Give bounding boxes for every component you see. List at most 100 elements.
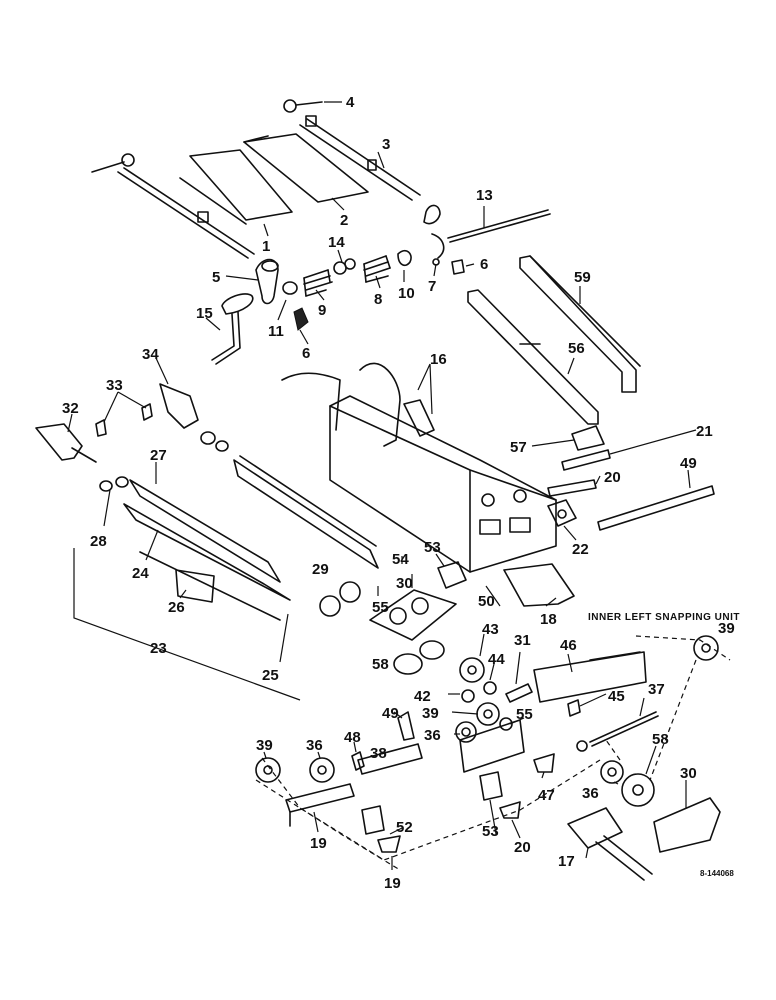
callout-37: 37 (648, 681, 665, 698)
callout-38: 38 (370, 745, 387, 762)
part-sprocket-58 (621, 773, 655, 807)
callout-25: 25 (262, 667, 279, 684)
callout-52: 53 (424, 539, 441, 556)
callout-27: 27 (150, 447, 167, 464)
callout-4: 4 (346, 94, 355, 111)
part-nut-11 (282, 281, 298, 295)
part-shaft-37 (576, 711, 659, 752)
part-lever-14 (211, 293, 254, 365)
part-sprocket-36-right (600, 760, 624, 784)
part-rod-12 (447, 209, 551, 243)
part-guide-38 (357, 743, 423, 775)
part-washer-54 (499, 717, 513, 731)
callout-16: 17 (558, 853, 575, 870)
callout-43: 45 (608, 688, 625, 705)
callout-14: 15 (196, 305, 213, 322)
callout-41: 43 (482, 621, 499, 638)
callout-58: 58 (652, 731, 669, 748)
part-rod-3 (299, 115, 421, 201)
callout-42: 44 (488, 651, 505, 668)
part-bracket-54 (459, 719, 525, 773)
part-strap-21 (561, 449, 611, 471)
reference-number: 8-144068 (700, 869, 734, 878)
part-bolt-4 (283, 99, 323, 113)
part-bracket-5 (255, 258, 279, 305)
callout-31: 30 (680, 765, 697, 782)
callout-1: 1 (262, 238, 270, 255)
part-strap-20 (547, 479, 597, 497)
part-shield-26 (175, 569, 215, 603)
part-bracket-17 (503, 563, 575, 607)
callout-34: 33 (106, 377, 123, 394)
callout-45: 47 (538, 787, 555, 804)
callout-5: 5 (212, 269, 220, 286)
callout-36-right: 36 (582, 785, 599, 802)
part-washer-40 (461, 689, 475, 703)
callout-28: 28 (90, 533, 107, 550)
part-bearing-28 (99, 476, 129, 492)
callout-51: 53 (482, 823, 499, 840)
callout-50: 52 (396, 819, 413, 836)
bracket-23 (73, 548, 301, 701)
part-rail-59 (519, 255, 641, 393)
callout-47: 49 (382, 705, 399, 722)
callout-13: 14 (328, 234, 345, 251)
callout-54: 55 (516, 706, 533, 723)
part-nut-13 (333, 258, 356, 275)
callout-15: 16 (430, 351, 447, 368)
part-eye-bolt (91, 153, 135, 173)
callout-56: 57 (510, 439, 527, 456)
part-bracket-7 (423, 204, 445, 266)
part-clip-10 (397, 249, 412, 267)
callout-22: 22 (572, 541, 589, 558)
callout-24: 24 (132, 565, 149, 582)
part-housing-30 (369, 589, 457, 641)
part-sprocket-41 (459, 657, 485, 683)
part-spring-9 (303, 269, 333, 297)
part-clip-34 (95, 403, 153, 437)
part-plate-22 (547, 499, 577, 527)
callout-3: 3 (382, 136, 390, 153)
callout-29: 29 (312, 561, 329, 578)
part-main-frame-15 (281, 362, 557, 573)
callout-40: 42 (414, 688, 431, 705)
part-sprocket-36-left (309, 757, 335, 783)
part-guide-44 (533, 651, 647, 703)
part-sprocket-39-right (693, 635, 719, 661)
part-bracket-35 (159, 383, 199, 429)
part-bracket-56 (571, 425, 605, 451)
callout-26: 26 (168, 599, 185, 616)
part-rail-55 (467, 289, 599, 425)
part-plate-52 (437, 561, 467, 589)
callout-20: 20 (604, 469, 621, 486)
part-bearing-57 (393, 640, 445, 675)
callout-39-right: 39 (718, 620, 735, 637)
callout-2: 2 (340, 212, 348, 229)
callout-8: 8 (374, 291, 382, 308)
part-sprocket-39-mid (476, 702, 500, 726)
part-bracket-50 (361, 805, 385, 835)
part-bracket-18 (285, 783, 355, 827)
callout-10: 10 (398, 285, 415, 302)
callout-30: 30 (396, 575, 413, 592)
part-roll-lower (123, 479, 291, 621)
part-spring-8 (363, 255, 391, 283)
callout-39-left: 39 (256, 737, 273, 754)
part-plate-1 (117, 149, 293, 259)
callout-33: 32 (62, 400, 79, 417)
callout-11: 11 (268, 323, 284, 340)
callout-46: 48 (344, 729, 361, 746)
part-bracket-43 (567, 699, 581, 717)
callout-49: 50 (478, 593, 495, 610)
callout-39-mid: 39 (422, 705, 439, 722)
part-shoe-45 (533, 753, 555, 773)
part-shoe-19-right (499, 801, 521, 819)
callout-53-upper: 54 (392, 551, 409, 568)
callout-labels: 4 3 2 1 13 6 7 8 10 9 14 11 5 15 6 59 56… (62, 94, 735, 892)
callout-48: 49 (680, 455, 697, 472)
callout-23: 23 (150, 640, 167, 657)
callout-6-upper: 6 (480, 256, 488, 273)
part-bracket-51 (479, 771, 503, 801)
